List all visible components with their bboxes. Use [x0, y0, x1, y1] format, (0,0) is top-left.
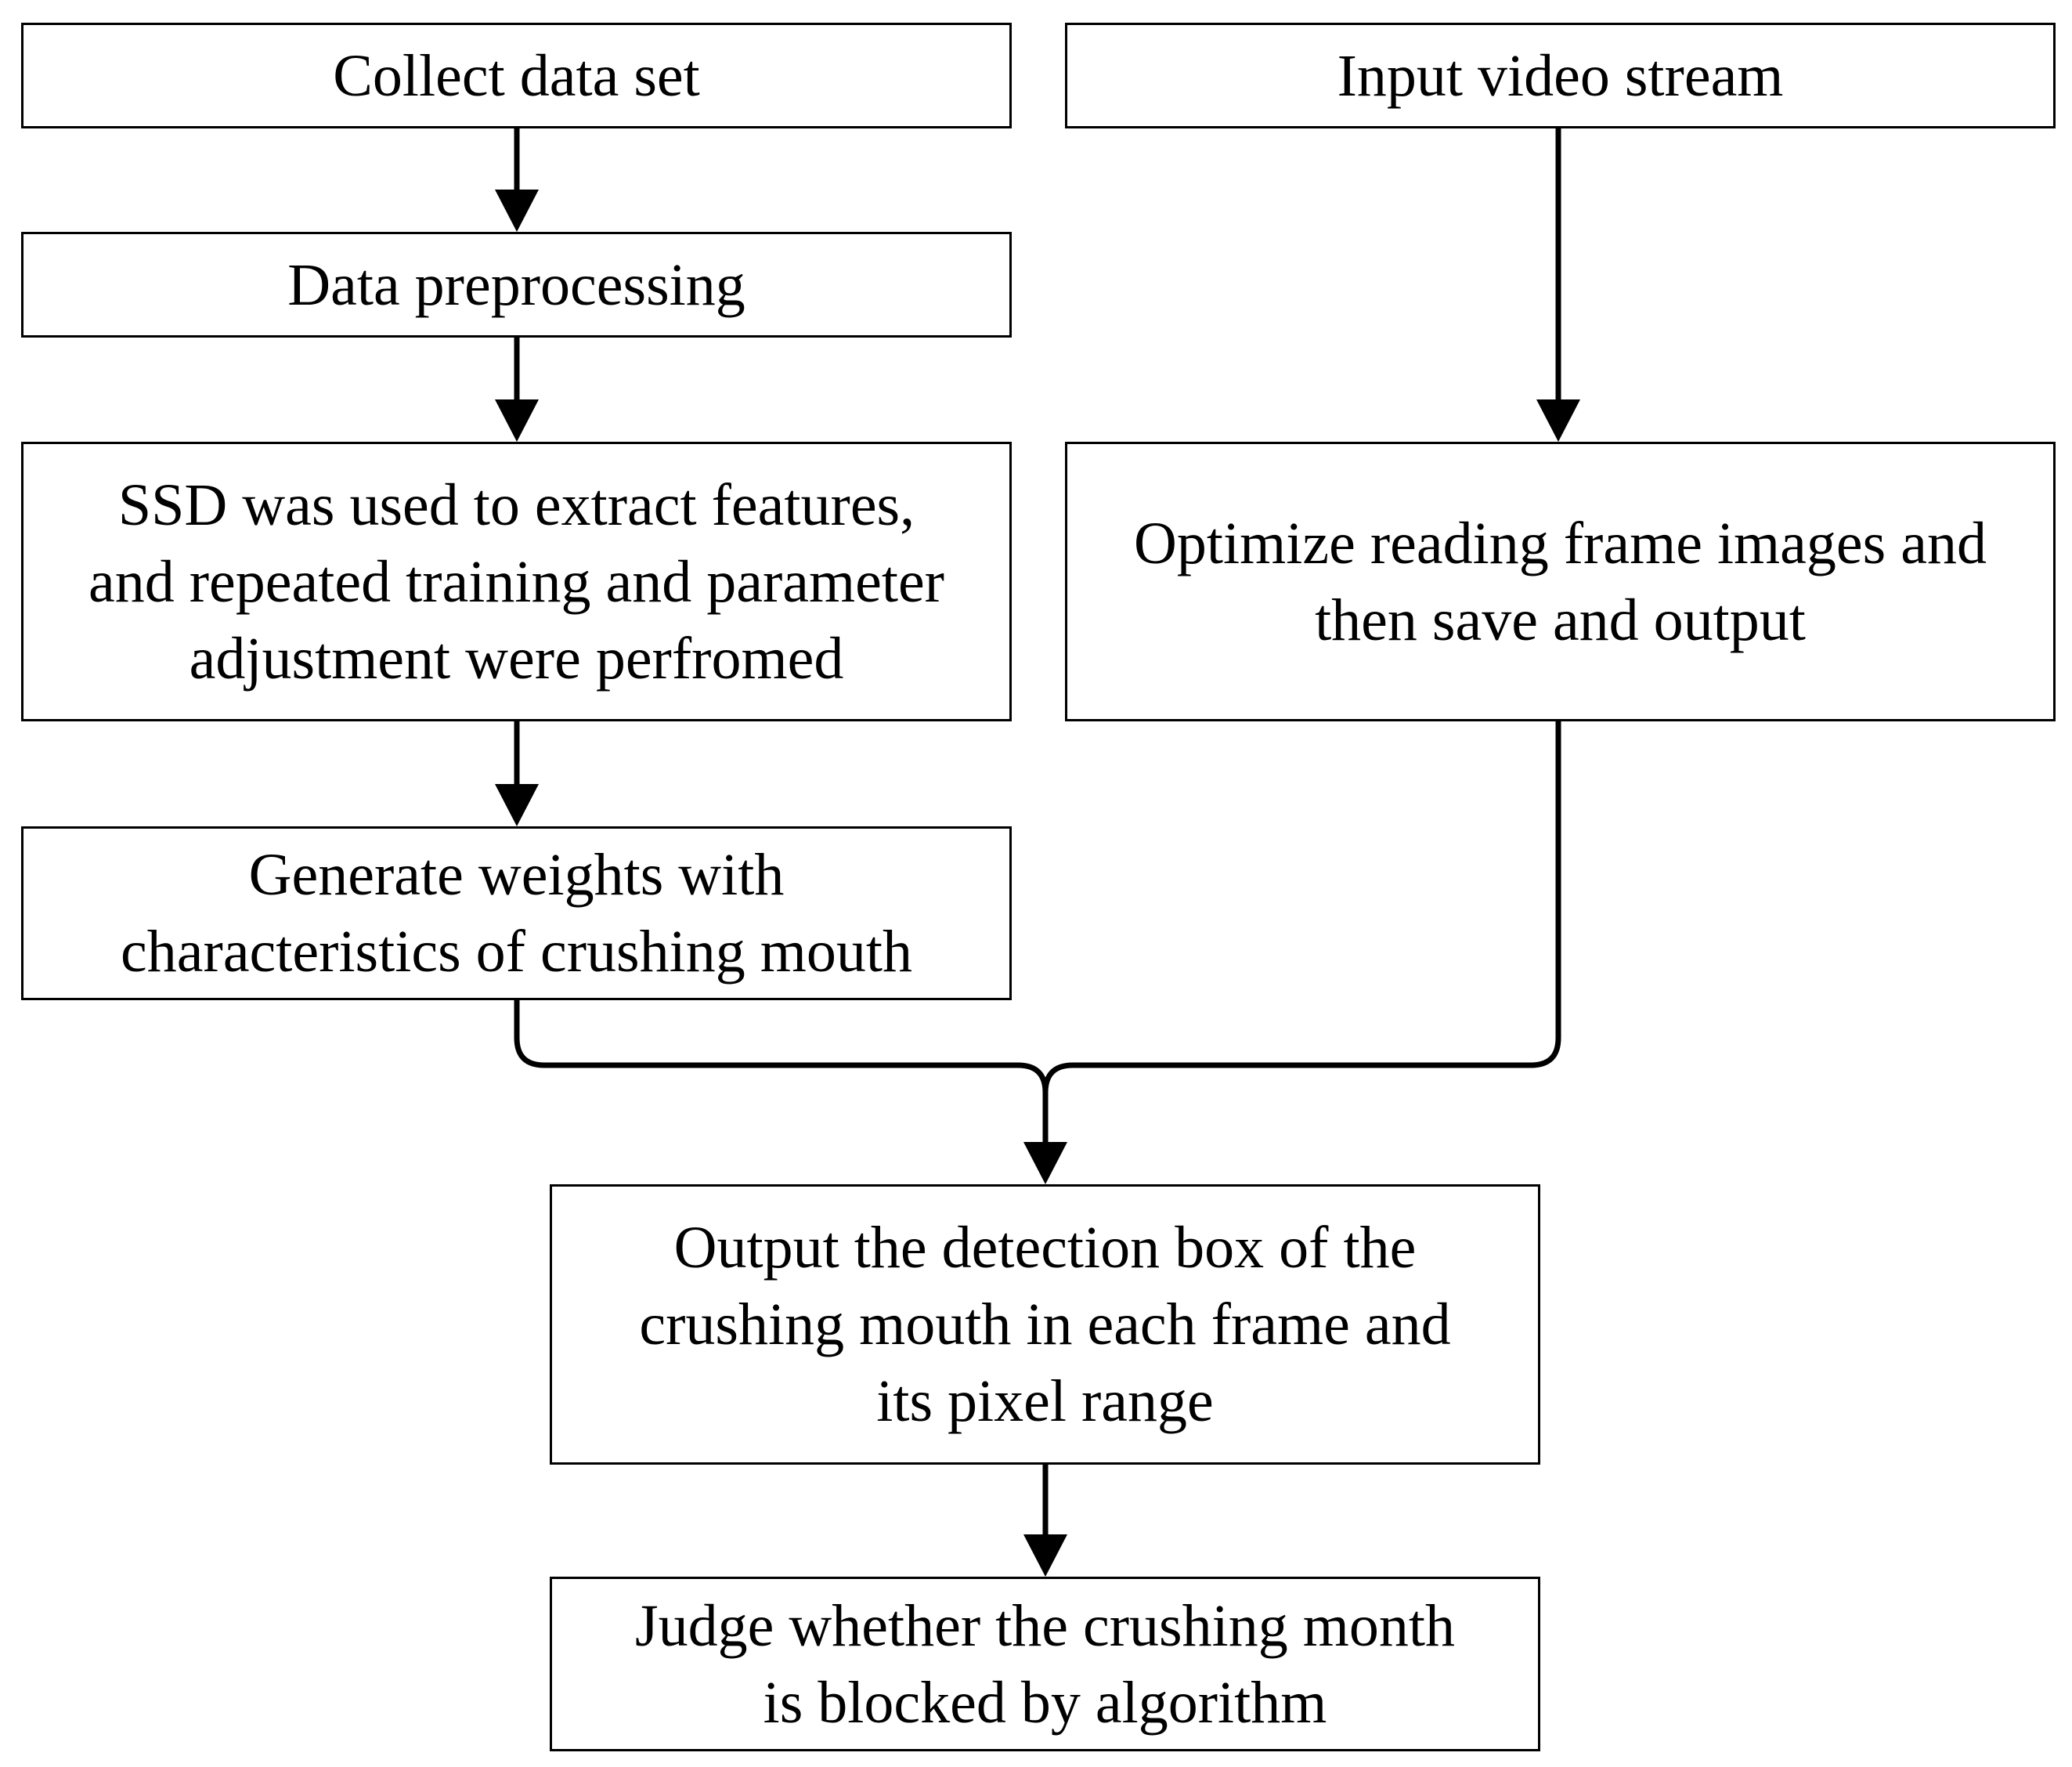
node-generate-line-1: Generate weights with	[248, 842, 785, 908]
node-collect-text: Collect data set	[333, 38, 700, 114]
node-generate-line-2: characteristics of crushing mouth	[121, 919, 912, 985]
node-judge-blocked: Judge whether the crushing month is bloc…	[550, 1577, 1540, 1751]
node-judge-line-2: is blocked by algorithm	[763, 1669, 1327, 1736]
node-ssd-line-3: adjustment were perfromed	[189, 625, 844, 692]
node-generate-weights: Generate weights with characteristics of…	[21, 826, 1012, 1000]
node-preprocess-text: Data preprocessing	[287, 247, 745, 323]
node-input-text: Input video stream	[1337, 38, 1784, 114]
node-judge-text: Judge whether the crushing month is bloc…	[635, 1588, 1455, 1741]
node-optimize-text: Optimize reading frame images and then s…	[1134, 505, 1987, 659]
node-ssd-line-1: SSD was used to extract features,	[117, 472, 915, 538]
node-optimize-reading-frames: Optimize reading frame images and then s…	[1065, 442, 2056, 721]
edge-input-to-optimize	[1536, 128, 1580, 442]
node-input-video-stream: Input video stream	[1065, 23, 2056, 128]
node-output-text: Output the detection box of the crushing…	[639, 1209, 1450, 1440]
node-data-preprocessing: Data preprocessing	[21, 232, 1012, 338]
node-output-detection-box: Output the detection box of the crushing…	[550, 1184, 1540, 1465]
edge-merge-to-output	[514, 721, 1561, 1184]
node-collect-line-1: Collect data set	[333, 42, 700, 109]
node-generate-text: Generate weights with characteristics of…	[121, 837, 912, 990]
node-ssd-feature-extraction: SSD was used to extract features, and re…	[21, 442, 1012, 721]
edge-output-to-judge	[1023, 1465, 1067, 1577]
node-optimize-line-2: then save and output	[1315, 587, 1806, 653]
edge-preprocess-to-ssd	[495, 338, 539, 442]
node-preprocess-line-1: Data preprocessing	[287, 251, 745, 318]
node-input-line-1: Input video stream	[1337, 42, 1784, 109]
node-judge-line-1: Judge whether the crushing month	[635, 1592, 1455, 1659]
node-optimize-line-1: Optimize reading frame images and	[1134, 510, 1987, 576]
node-collect-data-set: Collect data set	[21, 23, 1012, 128]
node-ssd-line-2: and repeated training and parameter	[88, 548, 944, 615]
edge-collect-to-preprocess	[495, 128, 539, 232]
node-output-line-1: Output the detection box of the	[673, 1215, 1417, 1281]
node-ssd-text: SSD was used to extract features, and re…	[88, 467, 944, 697]
edge-ssd-to-generate	[495, 721, 539, 826]
node-output-line-2: crushing mouth in each frame and	[639, 1292, 1451, 1357]
node-output-line-3: its pixel range	[876, 1368, 1214, 1434]
